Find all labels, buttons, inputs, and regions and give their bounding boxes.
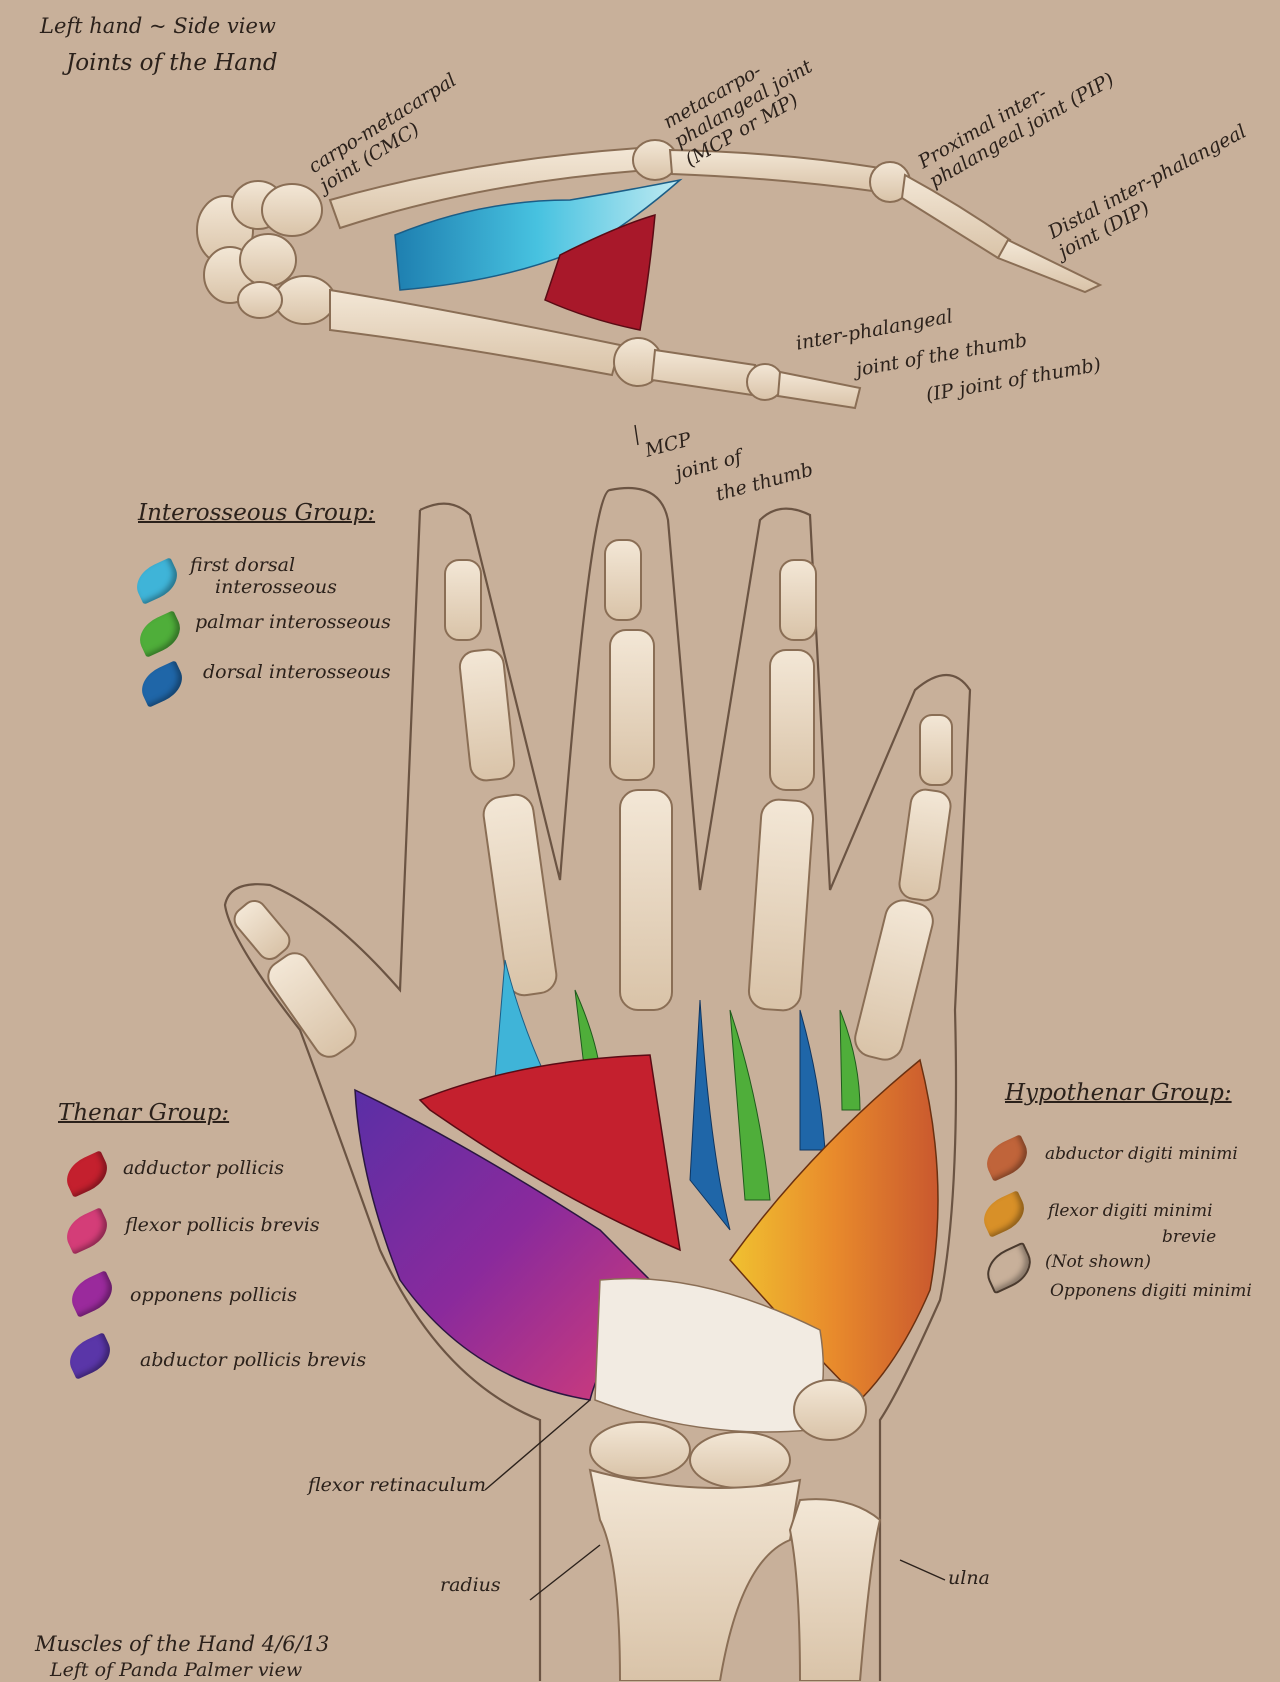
footer-line2: Left of Panda Palmer view bbox=[50, 1659, 303, 1681]
abductor-pollicis-brevis-label: abductor pollicis brevis bbox=[140, 1349, 367, 1371]
flexor-digiti-minimi-label-2: brevie bbox=[1162, 1227, 1217, 1247]
opponens-digiti-minimi-label-2: Opponens digiti minimi bbox=[1050, 1281, 1252, 1301]
flexor-digiti-minimi-label-1: flexor digiti minimi bbox=[1048, 1201, 1213, 1221]
palmar-interosseous-label: palmar interosseous bbox=[195, 611, 391, 633]
radius-label: radius bbox=[440, 1574, 501, 1596]
page-title-line1: Left hand ~ Side view bbox=[40, 14, 276, 38]
ulna-label: ulna bbox=[948, 1567, 990, 1589]
leader-lines bbox=[484, 424, 946, 1601]
hypothenar-heading: Hypothenar Group: bbox=[1005, 1080, 1232, 1106]
abductor-digiti-minimi-label: abductor digiti minimi bbox=[1045, 1144, 1238, 1164]
opponens-digiti-minimi-label-1: (Not shown) bbox=[1045, 1252, 1152, 1272]
adductor-pollicis-label: adductor pollicis bbox=[123, 1157, 285, 1179]
first-dorsal-label-2: interosseous bbox=[215, 576, 337, 598]
interosseous-heading: Interosseous Group: bbox=[138, 500, 376, 526]
thenar-heading: Thenar Group: bbox=[58, 1100, 230, 1126]
flexor-retinaculum-label: flexor retinaculum bbox=[308, 1474, 487, 1496]
opponens-pollicis-label: opponens pollicis bbox=[130, 1284, 298, 1306]
footer-line1: Muscles of the Hand 4/6/13 bbox=[35, 1632, 330, 1656]
first-dorsal-label-1: first dorsal bbox=[190, 554, 296, 576]
page-title-line2: Joints of the Hand bbox=[66, 50, 278, 76]
side-view-hand bbox=[196, 139, 1103, 410]
dorsal-interosseous-label: dorsal interosseous bbox=[203, 661, 391, 683]
flexor-pollicis-brevis-label: flexor pollicis brevis bbox=[125, 1214, 320, 1236]
palm-view-hand bbox=[223, 486, 972, 1681]
